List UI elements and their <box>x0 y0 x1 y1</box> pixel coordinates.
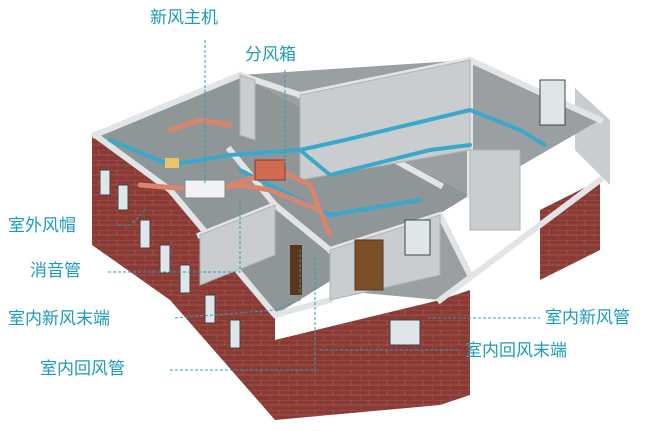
door-left <box>290 245 302 295</box>
door-main <box>354 239 384 291</box>
exterior-walls <box>92 88 610 420</box>
label-indoor-return-terminal: 室内回风末端 <box>465 341 567 361</box>
label-indoor-return-duct: 室内回风管 <box>40 359 125 379</box>
label-distribution-box: 分风箱 <box>245 45 296 65</box>
label-indoor-supply-terminal: 室内新风末端 <box>8 309 110 329</box>
label-silencer-duct: 消音管 <box>30 261 81 281</box>
far-right-wall <box>540 180 600 280</box>
front-left-wall <box>170 190 275 420</box>
right-bay-wall <box>440 290 470 405</box>
right-end-wall <box>575 88 610 185</box>
distribution-box <box>254 159 286 181</box>
label-outdoor-hood: 室外风帽 <box>8 216 76 236</box>
front-right-wall <box>275 300 440 420</box>
label-indoor-supply-duct: 室内新风管 <box>545 308 630 328</box>
callout-lines <box>108 40 540 371</box>
label-host-unit: 新风主机 <box>150 8 218 28</box>
appliance <box>165 158 179 168</box>
